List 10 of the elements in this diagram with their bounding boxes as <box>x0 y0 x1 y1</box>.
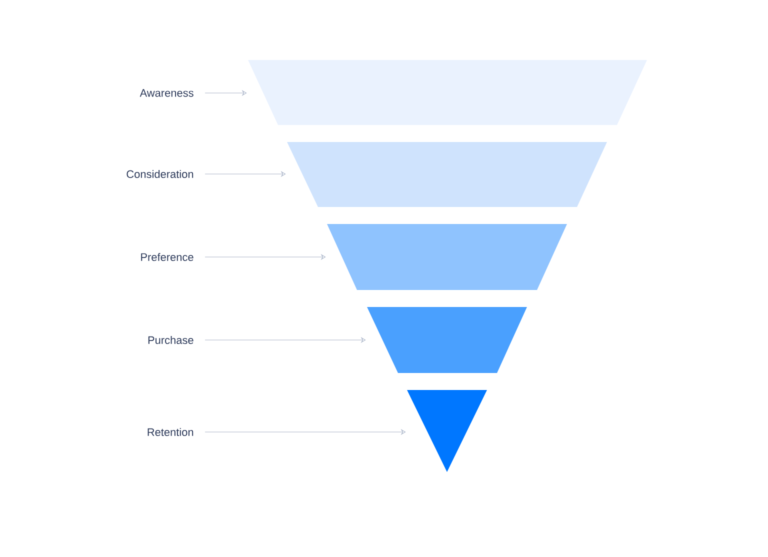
stage-label: Retention <box>148 428 194 436</box>
funnel-segment <box>327 224 567 290</box>
funnel-segment <box>287 142 607 207</box>
funnel-segment <box>367 307 527 373</box>
stage-label: Consideration <box>126 170 194 178</box>
stage-label: Awareness <box>140 89 194 97</box>
stage-label: Purchase <box>148 336 194 344</box>
funnel-triangle <box>407 390 487 472</box>
stage-label: Preference <box>141 252 194 262</box>
funnel-segment <box>248 60 647 125</box>
